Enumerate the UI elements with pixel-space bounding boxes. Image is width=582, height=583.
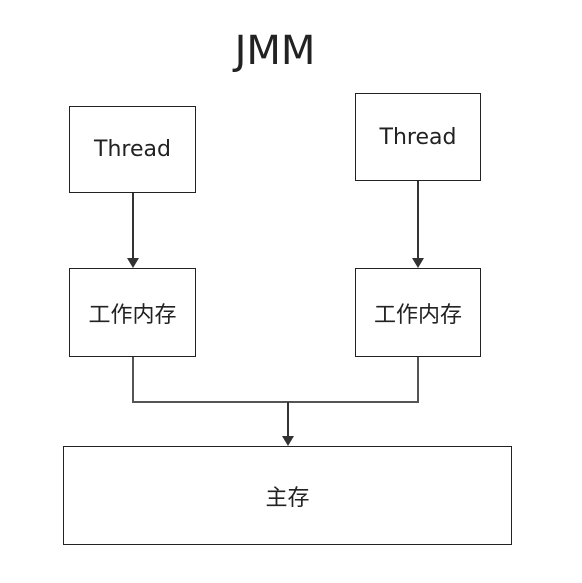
working-memory-left-node: 工作内存: [69, 268, 196, 357]
edge-working-memory-right-to-main-memory: [288, 357, 419, 403]
thread-left-node: Thread: [69, 106, 196, 193]
diagram-title: JMM: [234, 28, 316, 74]
working-memory-left-label: 工作内存: [88, 302, 177, 328]
working-memory-right-node: 工作内存: [355, 268, 481, 357]
thread-right-node: Thread: [355, 93, 481, 181]
main-memory-label: 主存: [265, 485, 310, 511]
working-memory-right-label: 工作内存: [373, 302, 462, 328]
thread-right-label: Thread: [379, 124, 457, 150]
main-memory-node: 主存: [63, 446, 512, 545]
thread-left-label: Thread: [94, 137, 171, 162]
edge-working-memory-left-to-main-memory: [132, 357, 288, 403]
